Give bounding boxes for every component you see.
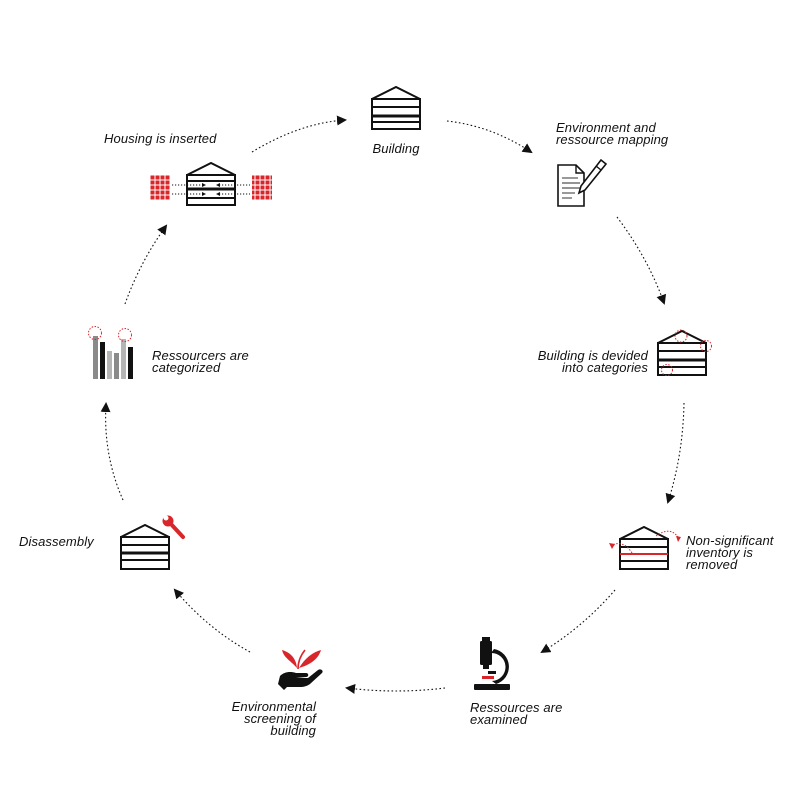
step-label-line: Environmental — [231, 699, 316, 714]
step-label-line: building — [270, 723, 316, 738]
bar-columns-icon — [88, 326, 133, 379]
step-label-screening: Environmental screening of building — [196, 699, 316, 738]
step-label-mapping: Environment and ressource mapping — [556, 120, 716, 147]
housing-insert-icon — [150, 161, 272, 206]
hand-plant-icon — [278, 649, 323, 690]
step-label-line: Ressourcers are — [152, 348, 249, 363]
document-pen-icon — [557, 158, 608, 207]
microscope-icon — [474, 637, 510, 690]
step-label-line: Building is devided — [537, 348, 648, 363]
arrow-mapping-to-categories — [616, 216, 667, 305]
arrow-disassembly-to-categorized — [100, 402, 124, 501]
step-label-line: Housing is inserted — [104, 131, 217, 146]
step-label-line: removed — [686, 557, 738, 572]
step-label-line: inventory is — [686, 545, 753, 560]
arrow-categorized-to-housing — [124, 224, 168, 305]
step-label-line: Ressources are — [470, 700, 563, 715]
step-label-line: Disassembly — [19, 534, 94, 549]
arrow-examined-to-screening — [345, 684, 446, 694]
building-removal-icon — [609, 525, 681, 570]
step-label-line: examined — [470, 712, 528, 727]
building-categories-icon — [657, 329, 712, 376]
step-label-line: ressource mapping — [556, 132, 669, 147]
step-label-building: Building — [352, 141, 440, 156]
step-label-housing: Housing is inserted — [104, 131, 254, 146]
step-label-line: Environment and — [556, 120, 656, 135]
step-label-line: into categories — [561, 360, 648, 375]
step-label-removed: Non-significant inventory is removed — [686, 533, 802, 572]
step-label-examined: Ressources are examined — [470, 700, 600, 727]
step-label-line: Building — [372, 141, 420, 156]
process-arrows — [100, 115, 685, 694]
arrow-removed-to-examined — [540, 589, 616, 654]
step-label-line: screening of — [243, 711, 316, 726]
building-icon — [371, 85, 421, 130]
building-wrench-icon — [120, 515, 185, 570]
wrench-icon — [162, 515, 185, 539]
arrow-building-to-mapping — [446, 120, 533, 154]
step-label-categories: Building is devided into categories — [500, 348, 648, 375]
arrow-housing-to-building — [251, 115, 347, 153]
step-label-disassembly: Disassembly — [19, 534, 119, 549]
step-label-categorized: Ressourcers are categorized — [152, 348, 282, 375]
arrow-categories-to-removed — [665, 402, 685, 504]
step-label-line: Non-significant — [686, 533, 774, 548]
arrow-screening-to-disassembly — [173, 588, 251, 653]
step-label-line: categorized — [152, 360, 221, 375]
